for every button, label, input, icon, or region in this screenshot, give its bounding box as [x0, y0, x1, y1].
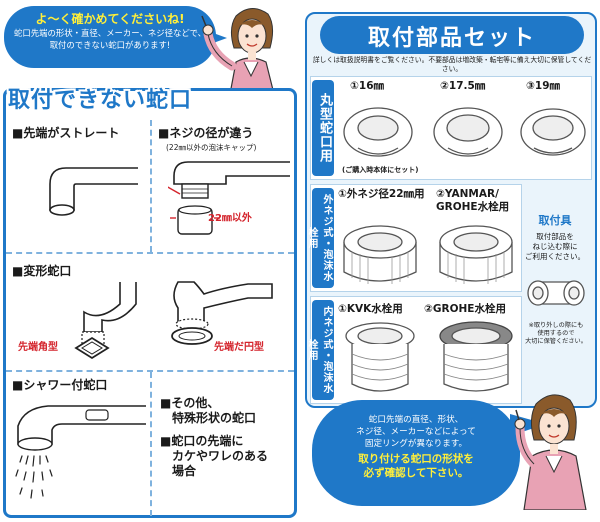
parts-set-title-box — [320, 16, 584, 54]
outer-22-label: ①外ネジ径22㎜用 — [338, 188, 425, 200]
kvk-label: ①KVK水栓用 — [338, 303, 403, 315]
tool-text-2: ねじ込む際に — [532, 242, 578, 251]
confirm-line-1: 蛇口先端の直径、形状、 — [368, 415, 464, 425]
confirm-highlight-1: 取り付ける蛇口の形状を — [358, 453, 474, 465]
notice-line-2: 取付のできない蛇口があります! — [49, 40, 171, 50]
divider — [6, 252, 294, 254]
divider — [6, 370, 294, 372]
round-faucet-bar: 丸型蛇口用 — [312, 80, 334, 176]
special-shape-label-1: ■その他、 — [160, 396, 220, 410]
grohe-outer-label: GROHE水栓用 — [436, 201, 510, 213]
inner-thread-rings-icons — [345, 321, 513, 392]
woman-illustration-top — [201, 8, 275, 95]
tool-note-2: 使用するので — [537, 330, 575, 337]
thread-diameter-note: (22㎜以外の泡沫キャップ) — [166, 143, 257, 152]
divider — [150, 372, 152, 516]
notice-speech-bubble: よ～く確かめてくださいね! 蛇口先端の形状・直径、メーカー、ネジ径などで、 取付… — [4, 6, 216, 68]
straight-faucet-icon — [49, 167, 138, 216]
square-tip-tag: 先端角型 — [18, 342, 58, 353]
ring-16-label: ①16㎜ — [350, 80, 385, 92]
tool-text-3: ご利用ください。 — [525, 252, 585, 261]
deformed-faucet-label: ■変形蛇口 — [12, 264, 72, 278]
notice-headline: よ～く確かめてくださいね! — [35, 12, 185, 26]
round-included-caption: (ご購入時本体にセット) — [342, 166, 419, 174]
unsupported-faucets-title: 取付できない蛇口 — [8, 88, 193, 113]
tool-note: ※取り外しの際にも 使用するので 大切に保管ください。 — [520, 322, 592, 346]
parts-set-title: 取付部品セット — [367, 26, 536, 51]
chipped-tip-label-3: 場合 — [172, 464, 197, 478]
square-tip-faucet-icon — [74, 282, 137, 360]
chipped-tip-label-1: ■蛇口の先端に — [160, 434, 244, 448]
confirm-speech-bubble: 蛇口先端の直径、形状、 ネジ径、メーカーなどによって 固定リングが異なります。 … — [312, 400, 520, 506]
ring-17-5-label: ②17.5㎜ — [440, 80, 486, 92]
tool-note-1: ※取り外しの際にも — [528, 322, 584, 329]
tool-note-3: 大切に保管ください。 — [525, 338, 587, 345]
inner-thread-bar: 内ネジ式・泡沫水栓用 — [306, 300, 334, 400]
tool-title: 取付具 — [538, 214, 572, 227]
yanmar-label: ②YANMAR/ — [436, 188, 499, 200]
thread-size-tag: 22㎜以外 — [208, 213, 252, 224]
chipped-tip-label-2: カケやワレのある — [172, 449, 269, 463]
shower-faucet-icon — [15, 405, 146, 499]
outer-thread-bar: 外ネジ式・泡沫水栓用 — [306, 188, 334, 288]
divider — [150, 120, 152, 252]
aerator-faucet-icon — [168, 161, 290, 235]
special-shape-label-2: 特殊形状の蛇口 — [172, 411, 257, 425]
ring-19-label: ③19㎜ — [526, 80, 561, 92]
installation-tool-box: 取付具 取付部品を ねじ込む際に ご利用ください。 — [524, 212, 586, 358]
confirm-line-2: ネジ径、メーカーなどによって — [356, 427, 476, 437]
oval-tip-faucet-icon — [171, 281, 273, 345]
straight-tip-label: ■先端がストレート — [12, 126, 120, 140]
oval-tip-tag: 先端だ円型 — [214, 342, 264, 353]
confirm-line-3: 固定リングが異なります。 — [364, 439, 468, 449]
confirm-highlight-2: 必ず確認して下さい。 — [363, 467, 469, 479]
tool-text-1: 取付部品を — [536, 232, 574, 241]
round-rings-icons — [343, 107, 586, 157]
outer-thread-rings-icons — [343, 225, 513, 284]
parts-set-note: 詳しくは取扱説明書をご覧ください。不要部品は増改築・転宅等に備え大切に保管してく… — [312, 56, 592, 73]
shower-faucet-label: ■シャワー付蛇口 — [12, 378, 108, 392]
thread-diameter-label: ■ネジの径が違う — [158, 126, 254, 140]
grohe-inner-label: ②GROHE水栓用 — [424, 303, 506, 315]
woman-illustration-bottom — [514, 394, 587, 510]
installation-tool-icon — [527, 280, 585, 306]
notice-line-1: 蛇口先端の形状・直径、メーカー、ネジ径などで、 — [13, 28, 207, 38]
